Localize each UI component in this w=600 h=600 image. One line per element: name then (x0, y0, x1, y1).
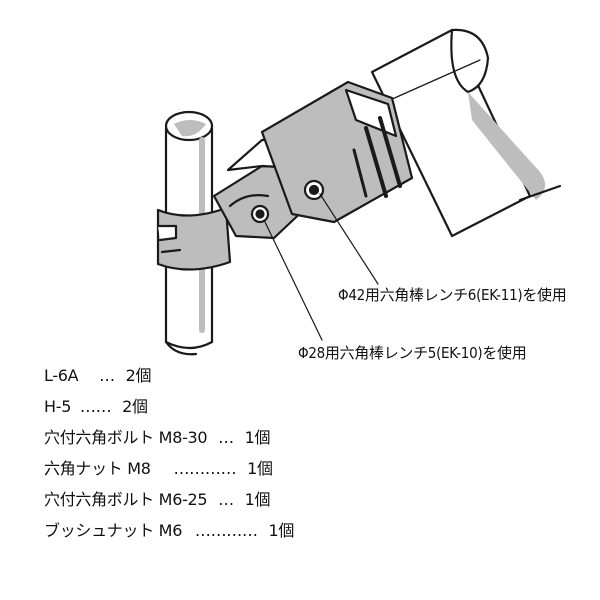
part-quantity: 1個 (268, 521, 295, 540)
part-quantity: 2個 (122, 397, 148, 416)
part-name: H-5 (44, 397, 72, 416)
hex-socket-bolt-icon (250, 204, 270, 224)
hex-socket-bolt-icon (303, 179, 325, 201)
part-leader: … (218, 428, 234, 447)
leader-line-28 (263, 219, 323, 341)
part-row: L-6A … 2個 (44, 360, 294, 391)
part-leader: … (99, 366, 115, 385)
large-pipe (370, 28, 562, 238)
pipe-clamp (156, 206, 232, 271)
part-row: 穴付六角ボルト M6-25 … 1個 (44, 484, 294, 515)
part-quantity: 1個 (247, 459, 273, 478)
part-quantity: 2個 (125, 366, 152, 385)
callout-phi42-wrench: Φ42用六角棒レンチ6(EK-11)を使用 (338, 286, 567, 304)
part-name: L-6A (44, 366, 79, 385)
part-leader: …… (79, 397, 112, 416)
part-quantity: 1個 (244, 490, 271, 509)
part-name: ブッシュナット M6 (44, 521, 183, 540)
part-row: 穴付六角ボルト M8-30 … 1個 (44, 422, 294, 453)
part-name: 穴付六角ボルト M6-25 (44, 490, 208, 509)
part-leader: ………… (173, 459, 237, 478)
parts-list: L-6A … 2個 H-5 …… 2個 穴付六角ボルト M8-30 … 1個 六… (44, 360, 294, 546)
callout-phi28-wrench: Φ28用六角棒レンチ5(EK-10)を使用 (298, 344, 527, 362)
part-row: H-5 …… 2個 (44, 391, 294, 422)
part-name: 穴付六角ボルト M8-30 (44, 428, 208, 447)
large-fitting (260, 80, 414, 224)
part-quantity: 1個 (244, 428, 271, 447)
part-row: 六角ナット M8 ………… 1個 (44, 453, 294, 484)
part-leader: … (218, 490, 234, 509)
part-row: ブッシュナット M6 ………… 1個 (44, 515, 294, 546)
leader-line-42 (319, 193, 379, 285)
part-leader: ………… (194, 521, 258, 540)
part-name: 六角ナット M8 (44, 459, 151, 478)
